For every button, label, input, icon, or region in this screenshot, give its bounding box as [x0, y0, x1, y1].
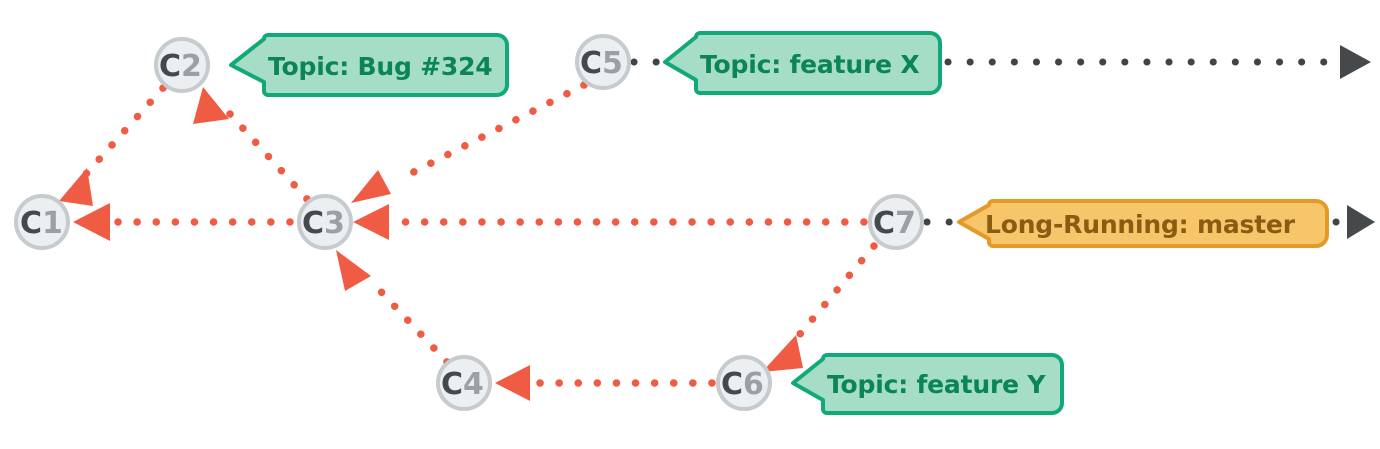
edge-c6-to-c4-arrowhead-icon [495, 365, 530, 401]
commit-node-c5[interactable]: C 5 [575, 34, 631, 90]
commit-node-c7-number: 7 [895, 206, 916, 241]
commit-node-c2-letter: C [159, 49, 181, 84]
branch-tag-feature-y[interactable]: Topic: feature Y [791, 353, 1064, 415]
branch-tag-bug-324-label: Topic: Bug #324 [268, 52, 492, 81]
commit-node-c1-circle [14, 194, 70, 250]
commit-node-c5-number: 5 [602, 46, 623, 81]
edge-c3-to-c2-arrowhead-icon [193, 87, 229, 124]
commit-node-c6-circle [716, 355, 772, 411]
commit-node-c6[interactable]: C 6 [716, 355, 772, 411]
commit-node-c3-letter: C [302, 206, 324, 241]
commit-node-c6-number: 6 [743, 367, 764, 402]
commit-node-c3[interactable]: C 3 [297, 194, 353, 250]
edge-c4-to-c3 [336, 250, 451, 366]
edge-c3-to-c1-arrowhead-icon [73, 203, 110, 241]
timeline-master [923, 205, 1375, 239]
edge-c2-to-c1-line [82, 84, 167, 178]
commit-node-c4[interactable]: C 4 [436, 355, 492, 411]
branch-tag-bug-324-shape [229, 33, 509, 97]
branch-tag-bug-324[interactable]: Topic: Bug #324 [229, 33, 509, 97]
edge-c3-to-c2 [193, 87, 311, 203]
commit-node-c4-number: 4 [463, 367, 484, 402]
commit-node-c4-circle [436, 355, 492, 411]
commit-node-c7-letter: C [873, 206, 895, 241]
edge-c5-to-c3 [351, 81, 588, 203]
edge-c5-to-c3-arrowhead-icon [351, 170, 391, 203]
commit-node-c7-circle [868, 194, 924, 250]
edge-c3-to-c2-line [226, 110, 311, 203]
commit-node-c5-letter: C [580, 46, 602, 81]
commit-node-c4-letter: C [441, 367, 463, 402]
commit-node-c1-number: 1 [42, 206, 63, 241]
edge-c7-to-c3 [353, 204, 868, 240]
edge-c7-to-c3-arrowhead-icon [353, 204, 389, 240]
branch-tag-master-shape [957, 199, 1329, 248]
commit-node-c3-number: 3 [324, 206, 345, 241]
commit-node-c2[interactable]: C 2 [154, 37, 210, 93]
commit-node-c2-number: 2 [181, 49, 202, 84]
branch-tag-feature-y-label: Topic: feature Y [827, 370, 1046, 399]
branch-tag-feature-x[interactable]: Topic: feature X [663, 31, 942, 95]
edge-c7-to-c6-line [791, 242, 878, 344]
edge-c5-to-c3-line [394, 81, 588, 184]
edge-c7-to-c6 [762, 242, 878, 372]
edge-c6-to-c4 [495, 365, 716, 401]
timeline-feature-x [630, 45, 1371, 79]
branch-tag-feature-x-label: Topic: feature X [700, 50, 919, 79]
edge-c4-to-c3-line [366, 276, 451, 366]
timeline-master-arrowhead-icon [1347, 205, 1375, 239]
branch-tag-feature-y-shape [791, 353, 1064, 415]
edge-c7-to-c6-arrowhead-icon [762, 335, 803, 372]
commit-node-c7[interactable]: C 7 [868, 194, 924, 250]
edge-c3-to-c1 [73, 203, 294, 241]
commit-node-c6-letter: C [721, 367, 743, 402]
commit-node-c3-circle [297, 194, 353, 250]
timeline-feature-x-arrowhead-icon [1340, 45, 1371, 79]
branch-tag-master[interactable]: Long-Running: master [957, 199, 1329, 248]
commit-node-c2-circle [154, 37, 210, 93]
edge-c4-to-c3-arrowhead-icon [336, 250, 371, 291]
commit-node-c1[interactable]: C 1 [14, 194, 70, 250]
branch-tag-master-label: Long-Running: master [985, 210, 1296, 239]
edge-c2-to-c1-arrowhead-icon [59, 168, 93, 206]
commit-node-c5-circle [575, 34, 631, 90]
edge-c2-to-c1 [59, 84, 167, 206]
branch-tag-feature-x-shape [663, 31, 942, 95]
commit-node-c1-letter: C [20, 206, 42, 241]
